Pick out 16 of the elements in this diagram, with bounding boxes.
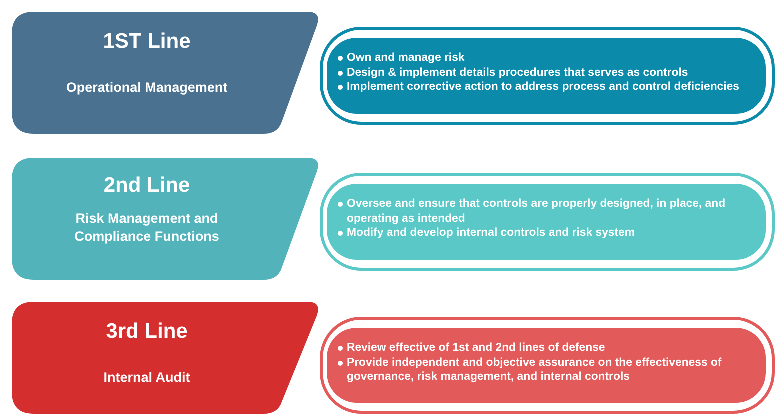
line-subtitle: Risk Management and Compliance Functions (74, 210, 220, 246)
bullet-text: Design & implement details procedures that serves as controls (347, 66, 690, 80)
line-subtitle: Operational Management (65, 79, 229, 97)
bullet-text: Own and manage risk (347, 51, 466, 66)
description-band (320, 173, 775, 271)
bullet-text: Implement corrective action to address process and control deficiencies (347, 80, 740, 94)
bullet-text: Review effective of 1st and 2nd lines of defense (347, 341, 606, 356)
bullet-text: Provide independent and objective assurance on the effectiveness of governance, risk management, and internal controls (347, 356, 723, 384)
line-title: 1ST Line (102, 30, 192, 54)
line-title: 3rd Line (105, 320, 189, 344)
description-band (320, 317, 775, 414)
line-title: 2nd Line (102, 174, 192, 198)
description-band (320, 27, 775, 125)
bullet-text: Oversee and ensure that controls are properly designed, in place, and operating as intended (347, 197, 727, 226)
bullet-text: Modify and develop internal controls and risk system (347, 226, 636, 240)
line-subtitle: Internal Audit (102, 369, 192, 387)
